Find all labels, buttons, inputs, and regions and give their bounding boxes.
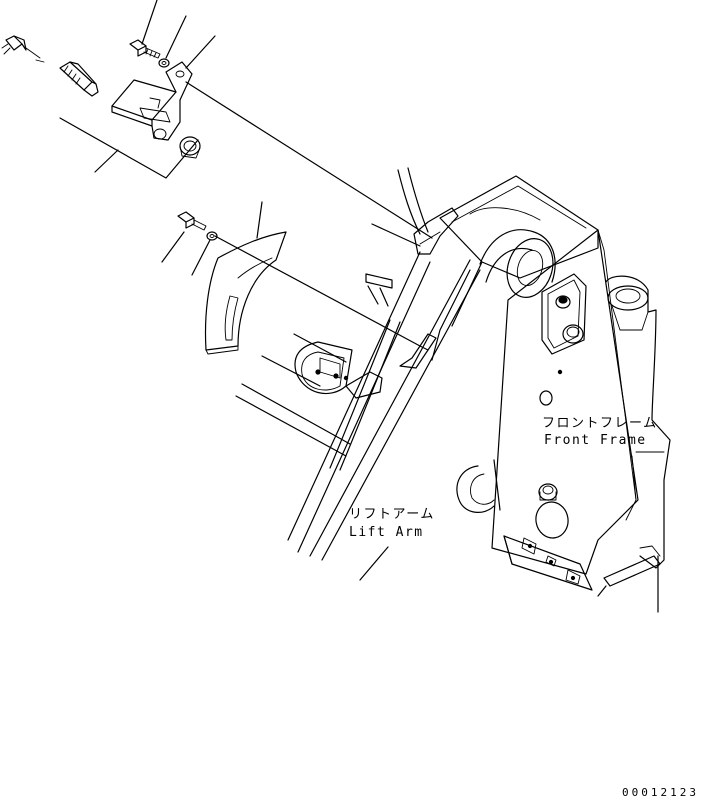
- plate-bolt: [177, 211, 207, 231]
- lift-arm-label-jp: リフトアーム: [349, 507, 435, 522]
- sector-plate-assembly: [177, 211, 287, 355]
- proximity-switch-assembly: [1, 35, 201, 159]
- front-frame: [431, 175, 671, 597]
- sensor-nut: [179, 136, 201, 159]
- hose-cable: [397, 167, 459, 255]
- connector-plug: [1, 35, 45, 63]
- sensor-bracket: [111, 61, 193, 141]
- front-frame-label-en: Front Frame: [544, 433, 647, 448]
- lift-arm-label-en: Lift Arm: [349, 525, 424, 540]
- bracket-bolt: [129, 39, 161, 59]
- washer-middle: [206, 231, 218, 241]
- front-frame-label-jp: フロントフレーム: [542, 416, 658, 431]
- sector-plate: [204, 231, 287, 355]
- proximity-sensor: [59, 61, 99, 97]
- drawing-code: 00012123: [622, 786, 699, 799]
- washer-top: [158, 58, 170, 68]
- lift-arm: [235, 251, 481, 561]
